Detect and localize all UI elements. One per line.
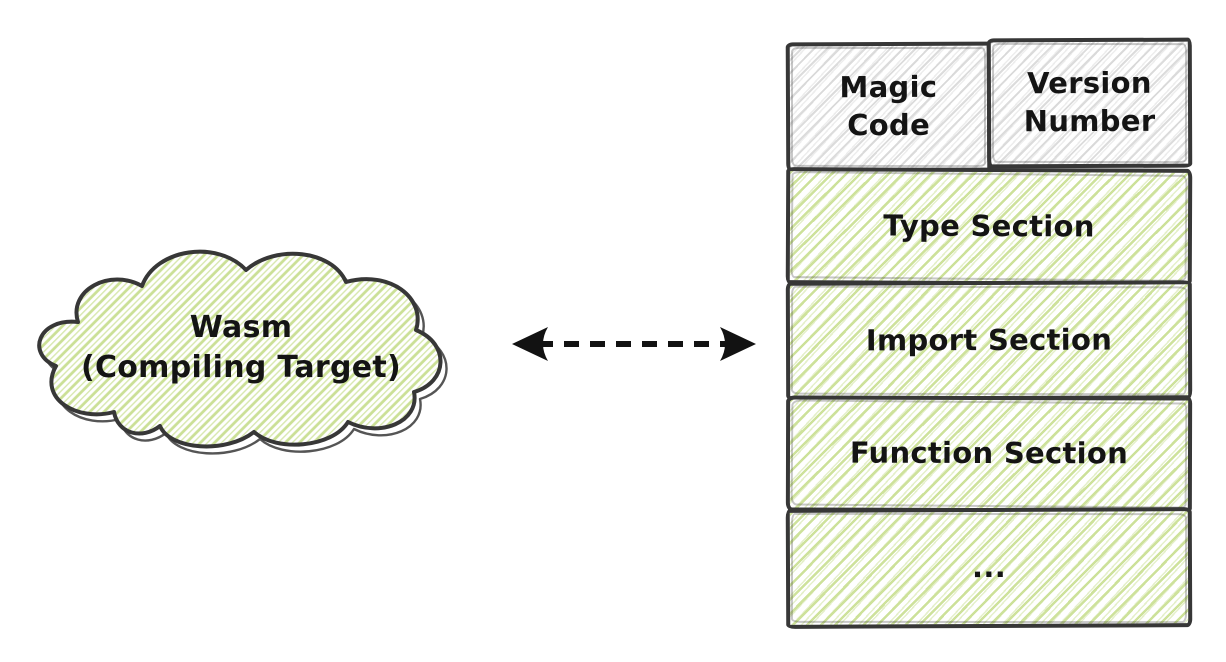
wasm-cloud: Wasm (Compiling Target) <box>18 226 464 464</box>
magic-code-label: Magic Code <box>839 70 938 143</box>
arrow-head-right <box>720 327 756 361</box>
ellipsis-section-label: ... <box>971 550 1007 585</box>
section-ellipsis: ... <box>785 507 1193 629</box>
module-header-row: Magic Code Version Number <box>785 37 1193 173</box>
module-stack: Magic Code Version Number Type Section I… <box>785 37 1193 629</box>
header-cell-version-number: Version Number <box>986 37 1193 169</box>
section-type: Type Section <box>785 167 1193 286</box>
cloud-shape-svg <box>37 249 448 455</box>
type-section-label: Type Section <box>883 208 1095 244</box>
import-section-label: Import Section <box>865 322 1113 358</box>
cloud-label: Wasm (Compiling Target) <box>18 226 464 464</box>
cloud-outline <box>37 249 443 449</box>
cloud-label-line2: (Compiling Target) <box>80 350 402 385</box>
header-cell-magic-code: Magic Code <box>785 41 992 173</box>
function-section-label: Function Section <box>849 435 1129 471</box>
cloud-label-line1: Wasm <box>189 309 293 345</box>
section-import: Import Section <box>785 280 1193 401</box>
arrow-svg <box>512 327 756 361</box>
version-number-label: Version Number <box>1023 66 1156 139</box>
section-function: Function Section <box>785 395 1193 513</box>
bidirectional-arrow <box>508 320 760 368</box>
arrow-head-left <box>512 327 548 361</box>
